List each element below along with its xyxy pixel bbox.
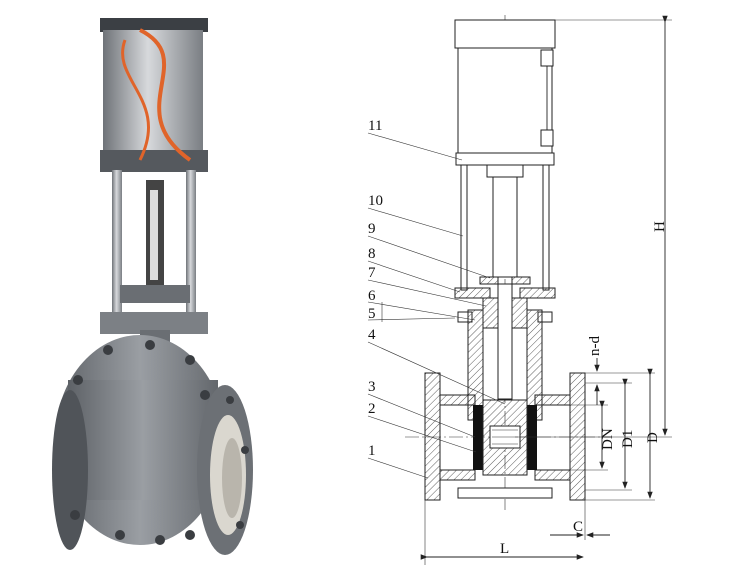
- part-label-9: 9: [368, 221, 376, 237]
- dim-H: H: [652, 221, 668, 232]
- air-hose: [139, 28, 192, 162]
- dim-C: C: [573, 519, 583, 535]
- part-label-3: 3: [368, 379, 376, 395]
- dim-nd: n-d: [587, 336, 603, 356]
- part-label-10: 10: [368, 193, 383, 209]
- dim-D: D: [645, 432, 661, 443]
- part-label-7: 7: [368, 265, 376, 281]
- part-label-2: 2: [368, 401, 376, 417]
- part-label-5: 5: [368, 306, 376, 322]
- part-label-11: 11: [368, 118, 382, 134]
- dim-D1: D1: [620, 430, 636, 448]
- dim-L: L: [500, 541, 509, 557]
- sectional-drawing: 11 10 9 8 7 6 5 4 3 2 1 H n-d DN D1 D L …: [367, 15, 672, 565]
- valve-photo: [52, 18, 253, 555]
- part-label-6: 6: [368, 288, 376, 304]
- part-label-4: 4: [368, 327, 376, 343]
- part-label-8: 8: [368, 246, 376, 262]
- dim-DN: DN: [600, 428, 616, 450]
- part-label-1: 1: [368, 443, 376, 459]
